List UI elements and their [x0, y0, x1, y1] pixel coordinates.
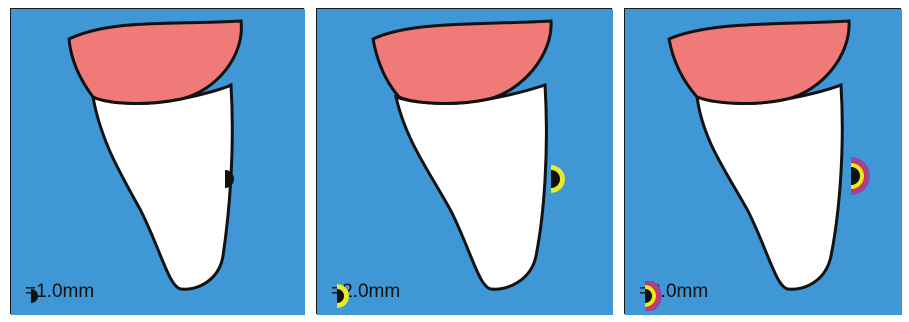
panel-2mm: =2.0mm — [316, 8, 612, 314]
legend-marker — [645, 281, 662, 311]
half-circle-icon — [25, 281, 55, 311]
legend: =2.0mm — [331, 281, 400, 303]
half-circle-icon — [639, 281, 669, 311]
legend-marker — [337, 284, 349, 308]
tooth-diagram — [11, 9, 305, 315]
legend: =1.0mm — [25, 281, 94, 303]
tooth-diagram — [625, 9, 902, 315]
legend-marker — [31, 289, 38, 303]
panel-3mm: =3.0mm — [624, 8, 901, 314]
panel-1mm: =1.0mm — [10, 8, 304, 314]
half-circle-icon — [331, 281, 361, 311]
legend: =3.0mm — [639, 281, 708, 303]
tooth-diagram — [317, 9, 613, 315]
